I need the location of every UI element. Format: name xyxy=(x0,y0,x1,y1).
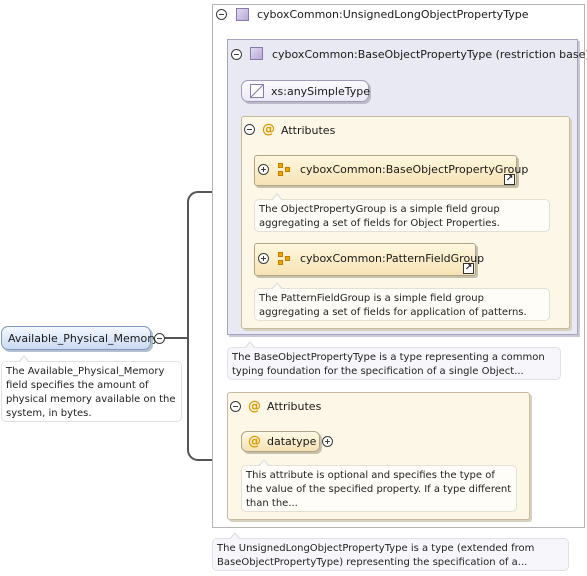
link-arrow-icon[interactable]: ↗ xyxy=(504,174,515,185)
collapse-icon[interactable] xyxy=(230,401,241,412)
group-annotation: The PatternFieldGroup is a simple field … xyxy=(254,282,550,321)
collapse-icon[interactable] xyxy=(244,124,255,135)
group-box-pattern-field[interactable] xyxy=(254,243,476,276)
group-name: cyboxCommon:PatternFieldGroup xyxy=(300,252,485,265)
group-name: cyboxCommon:BaseObjectPropertyGroup xyxy=(300,163,529,176)
group-annotation: The ObjectPropertyGroup is a simple fiel… xyxy=(254,193,550,232)
simple-type-icon xyxy=(250,84,264,98)
attribute-annotation: This attribute is optional and specifies… xyxy=(241,459,517,512)
attribute-datatype[interactable] xyxy=(241,431,320,452)
attributes-label: Attributes xyxy=(267,400,322,413)
group-icon xyxy=(278,252,291,265)
attribute-icon: @ xyxy=(262,122,275,137)
element-name: Available_Physical_Memory xyxy=(8,332,159,345)
collapse-icon[interactable] xyxy=(216,9,227,20)
complex-type-name[interactable]: cyboxCommon:UnsignedLongObjectPropertyTy… xyxy=(257,8,529,21)
simple-type-pill[interactable] xyxy=(241,80,369,102)
simple-type-name: xs:anySimpleType xyxy=(271,85,370,98)
complex-type-icon xyxy=(236,8,249,21)
attribute-icon: @ xyxy=(248,434,261,449)
complex-type-icon xyxy=(250,47,263,60)
collapse-icon[interactable] xyxy=(154,333,165,344)
collapse-icon[interactable] xyxy=(231,49,242,60)
attributes-label: Attributes xyxy=(281,124,336,137)
attribute-name: datatype xyxy=(267,435,317,448)
element-box[interactable] xyxy=(1,326,151,350)
group-icon xyxy=(278,163,291,176)
base-type-annotation: The BaseObjectPropertyType is a type rep… xyxy=(227,341,561,380)
element-annotation: The Available_Physical_Memory field spec… xyxy=(1,355,182,422)
expand-icon[interactable] xyxy=(258,253,269,264)
group-box-base-object-property[interactable] xyxy=(254,155,517,186)
complex-type-annotation: The UnsignedLongObjectPropertyType is a … xyxy=(212,532,569,571)
attribute-icon: @ xyxy=(248,399,261,414)
expand-icon[interactable] xyxy=(322,436,333,447)
link-arrow-icon[interactable]: ↗ xyxy=(463,263,474,274)
expand-icon[interactable] xyxy=(258,164,269,175)
base-type-name[interactable]: cyboxCommon:BaseObjectPropertyType (rest… xyxy=(272,48,587,61)
